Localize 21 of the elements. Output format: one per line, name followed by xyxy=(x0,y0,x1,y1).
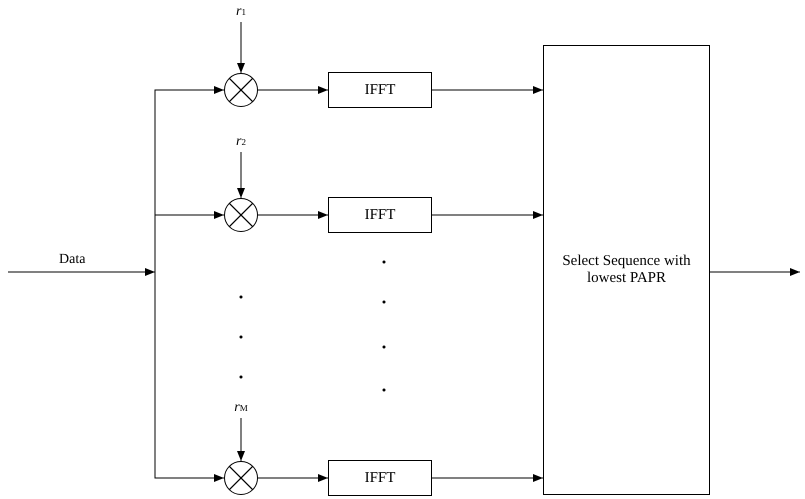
multiplier-symbol xyxy=(224,73,258,107)
box-label: Select Sequence with lowest PAPR xyxy=(561,253,692,287)
arrow xyxy=(237,418,245,462)
multiplier-symbol xyxy=(224,198,258,232)
ifft-box xyxy=(328,72,432,108)
arrow xyxy=(432,86,544,94)
box-label: IFFT xyxy=(364,470,396,486)
arrow xyxy=(258,211,328,219)
arrow xyxy=(710,268,800,276)
arrow xyxy=(237,22,245,74)
arrow xyxy=(432,474,544,482)
arrow xyxy=(237,152,245,198)
box-label: IFFT xyxy=(364,82,396,98)
box-label: IFFT xyxy=(364,206,396,224)
ifft-box xyxy=(328,460,432,496)
arrow xyxy=(432,211,544,219)
selector-box xyxy=(543,45,710,495)
arrow xyxy=(258,474,328,482)
arrow xyxy=(258,86,328,94)
multiplier-symbol xyxy=(224,461,258,495)
ifft-box xyxy=(328,197,432,233)
